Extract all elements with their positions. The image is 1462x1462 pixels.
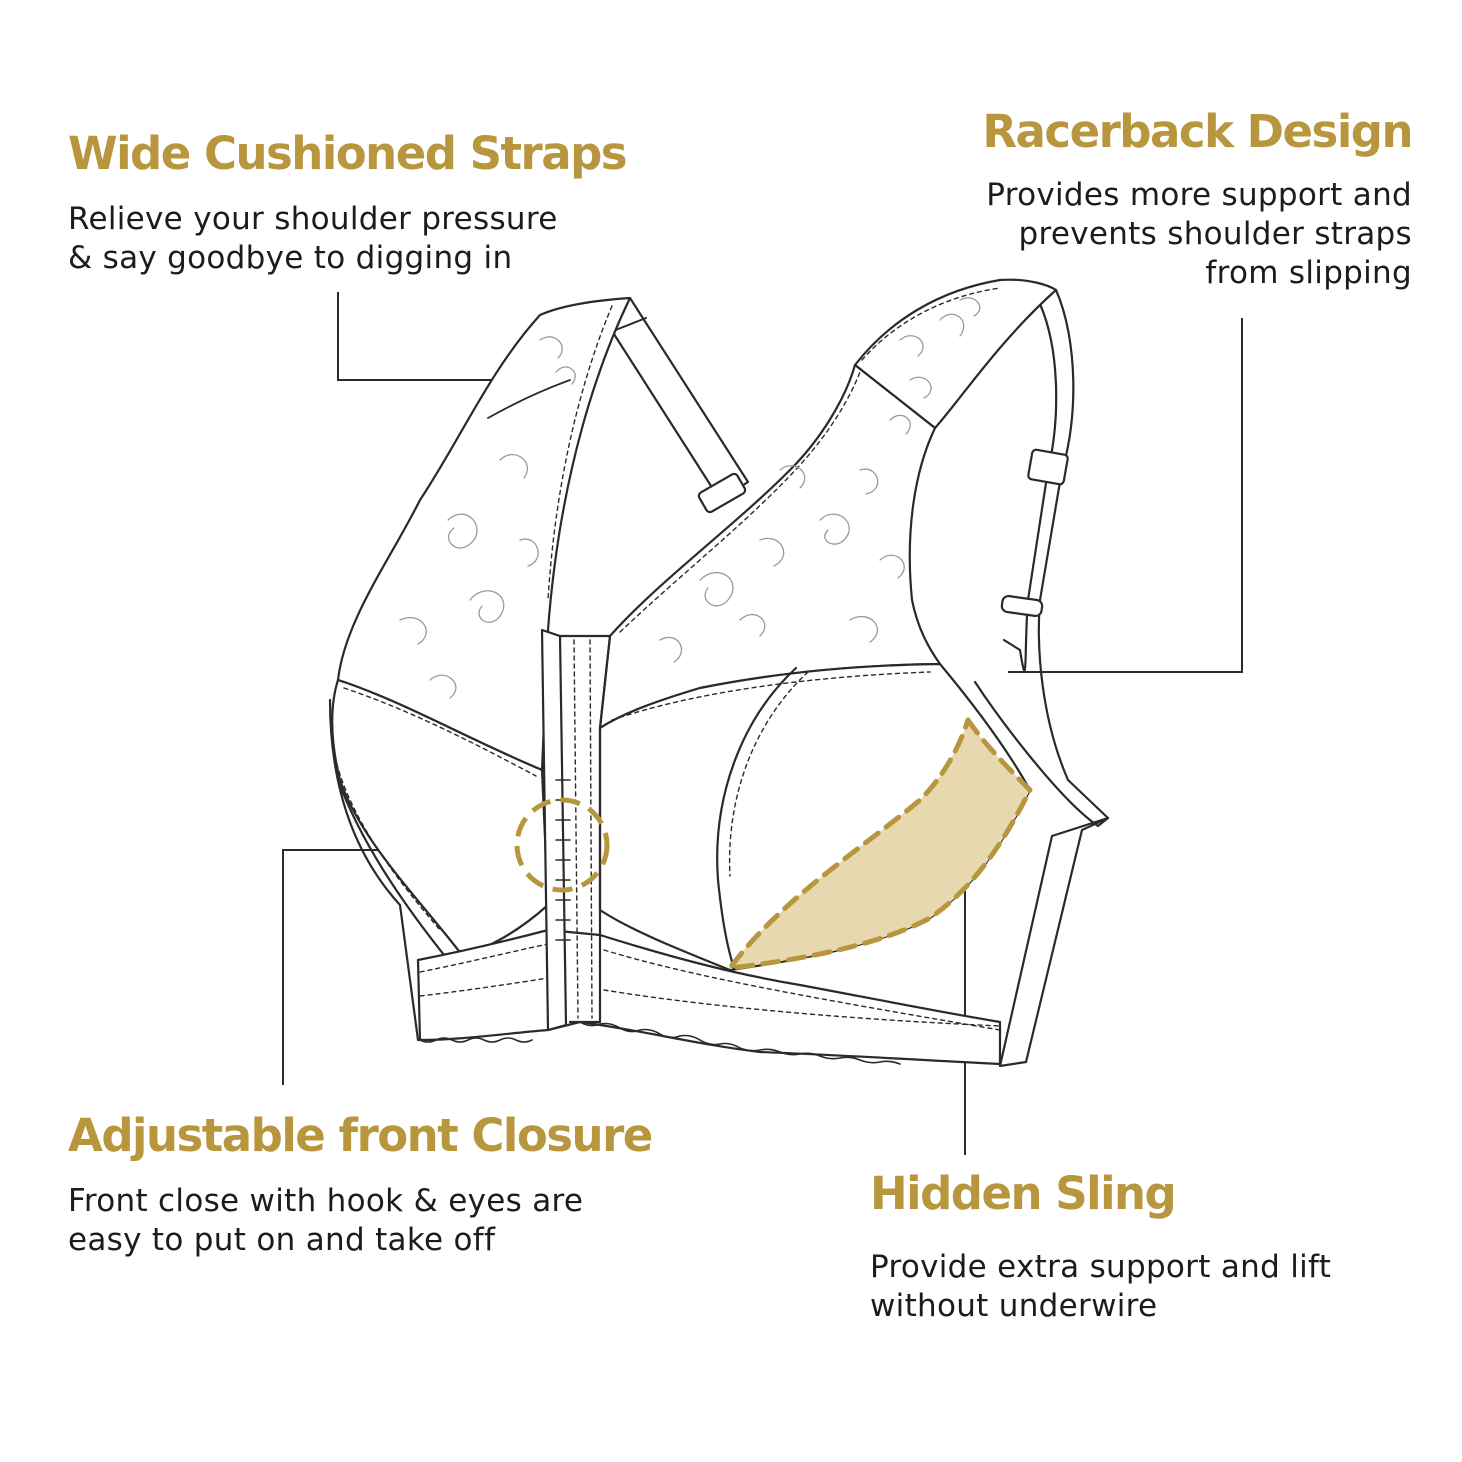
racerback-description: Provides more support and prevents shoul… [986,176,1412,291]
right-lace-edge [861,287,1001,361]
bra-garment [328,278,1110,1068]
closure-highlight-circle [514,797,610,893]
underband-stitch-bottom [419,977,1001,1027]
racerback-title: Racerback Design [982,105,1413,158]
leader-line-racerback [1008,318,1243,673]
underband-scallop [419,1021,901,1065]
callout-racerback: Racerback Design Provides more support a… [792,105,1413,293]
left-strap-back [603,296,750,502]
left-cup-side-stitch [331,739,441,931]
leader-lines [282,292,1243,1155]
front-closure-right-edge [558,634,612,1024]
strap-slider-lower [1000,594,1044,618]
back-band [998,816,1110,1068]
straps-title: Wide Cushioned Straps [68,127,628,180]
right-cup-seam [716,666,798,970]
right-cup-seam-stitch [728,671,809,877]
left-side-panel [328,698,462,1042]
right-strap-outer [973,288,1110,828]
lace-pattern [399,297,981,699]
right-cup-top-stitch [611,671,931,721]
front-closure-placket [540,628,568,1032]
closure-description: Front close with hook & eyes are easy to… [68,1182,584,1258]
front-closure-stitch [573,639,593,1019]
callout-closure: Adjustable front Closure Front close wit… [68,1110,708,1260]
callout-straps: Wide Cushioned Straps Relieve your shoul… [68,128,708,278]
sling-description: Provide extra support and lift without u… [870,1248,1332,1324]
right-lace-neck-edge [619,371,861,633]
straps-description: Relieve your shoulder pressure & say goo… [68,200,558,276]
left-strap-slider [697,472,747,514]
right-lace-strap [853,278,1058,430]
right-strap-inner [1002,302,1058,672]
leader-line-straps [337,292,528,381]
callout-sling: Hidden Sling Provide extra support and l… [870,1168,1410,1326]
strap-slider-upper [1027,448,1069,486]
left-cup-seam [343,687,537,777]
left-strap-seam [487,379,571,419]
closure-title: Adjustable front Closure [68,1109,653,1162]
underband-stitch-top [419,943,1001,1031]
hidden-sling [727,717,1033,971]
left-lace-edge [547,305,613,601]
sling-title: Hidden Sling [870,1167,1177,1220]
